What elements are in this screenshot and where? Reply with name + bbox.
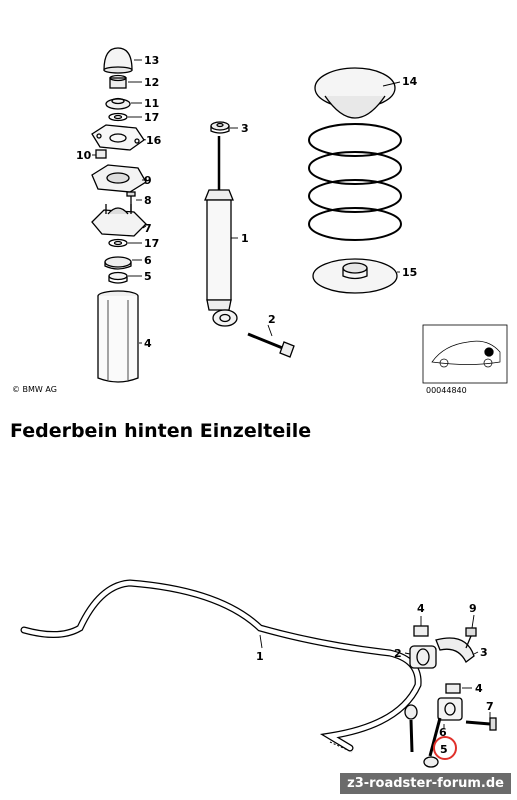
callout: 2 [268, 313, 276, 326]
callout: 15 [402, 266, 417, 279]
callout: 1 [241, 232, 249, 245]
callout: 17 [144, 111, 159, 124]
stabilizer-diagram: 1 4 9 2 3 4 6 7 5 [0, 480, 517, 800]
callout: 9 [469, 602, 477, 615]
callout: 9 [144, 174, 152, 187]
callout: 4 [475, 682, 483, 695]
part-2-bolt [247, 332, 295, 358]
part-7-bolt [465, 717, 497, 731]
callout: 8 [144, 194, 152, 207]
part-2-bushing [409, 645, 437, 669]
callout: 4 [417, 602, 425, 615]
watermark: z3-roadster-forum.de [340, 773, 511, 794]
callout: 11 [144, 97, 159, 110]
part-13-cap [103, 47, 133, 74]
callout: 6 [144, 254, 152, 267]
part-3-nut [210, 121, 230, 134]
part-14-spring-seat-upper [314, 67, 396, 119]
part-4-boot [97, 290, 139, 383]
part-10-nut [95, 149, 107, 159]
part-4-nut-lower [445, 683, 461, 694]
callout: 14 [402, 75, 418, 88]
callout: 6 [439, 726, 447, 739]
part-5-bush [108, 271, 128, 284]
image-number: 00044840 [426, 386, 467, 395]
inset-car-thumbnail [422, 324, 508, 384]
callout: 13 [144, 54, 159, 67]
part-1-stabilizer-bar [20, 579, 422, 753]
rear-strut-diagram: 13 12 11 17 16 10 9 8 7 17 6 5 4 3 1 2 1… [12, 47, 508, 395]
copyright-text: © BMW AG [12, 385, 57, 394]
callout: 7 [144, 222, 152, 235]
leader-lines [92, 59, 401, 344]
callout: 10 [76, 149, 92, 162]
page-heading: Federbein hinten Einzelteile [10, 420, 312, 442]
part-16-plate [91, 124, 145, 151]
leader-lines [259, 614, 491, 728]
callout: 17 [144, 237, 159, 250]
part-1-shock-absorber [204, 136, 238, 327]
part-6-link-bracket [437, 697, 463, 721]
location-dot-icon [484, 347, 494, 357]
callout: 16 [146, 134, 162, 147]
callout: 12 [144, 76, 159, 89]
callout: 3 [480, 646, 488, 659]
highlight-circle [433, 736, 457, 760]
part-9-bolt [465, 627, 477, 649]
part-15-spring-seat-lower [312, 258, 398, 294]
part-5-link-rod [404, 704, 442, 768]
callout: 7 [486, 700, 494, 713]
part-17-washer-lower [108, 238, 128, 248]
part-3-bracket [435, 637, 475, 663]
part-17-washer [108, 112, 128, 122]
part-4-nut [413, 625, 429, 637]
part-11-washer [105, 97, 131, 110]
callout: 5 [440, 743, 448, 756]
part-6-spacer [104, 256, 132, 270]
callout: 5 [144, 270, 152, 283]
part-9-mount [91, 164, 147, 193]
coil-spring [308, 123, 402, 241]
part-7-top-mount [91, 204, 147, 237]
callout: 2 [394, 647, 402, 660]
part-12-nut [109, 74, 127, 89]
callout: 1 [256, 650, 264, 663]
callout: 3 [241, 122, 249, 135]
callout: 4 [144, 337, 152, 350]
